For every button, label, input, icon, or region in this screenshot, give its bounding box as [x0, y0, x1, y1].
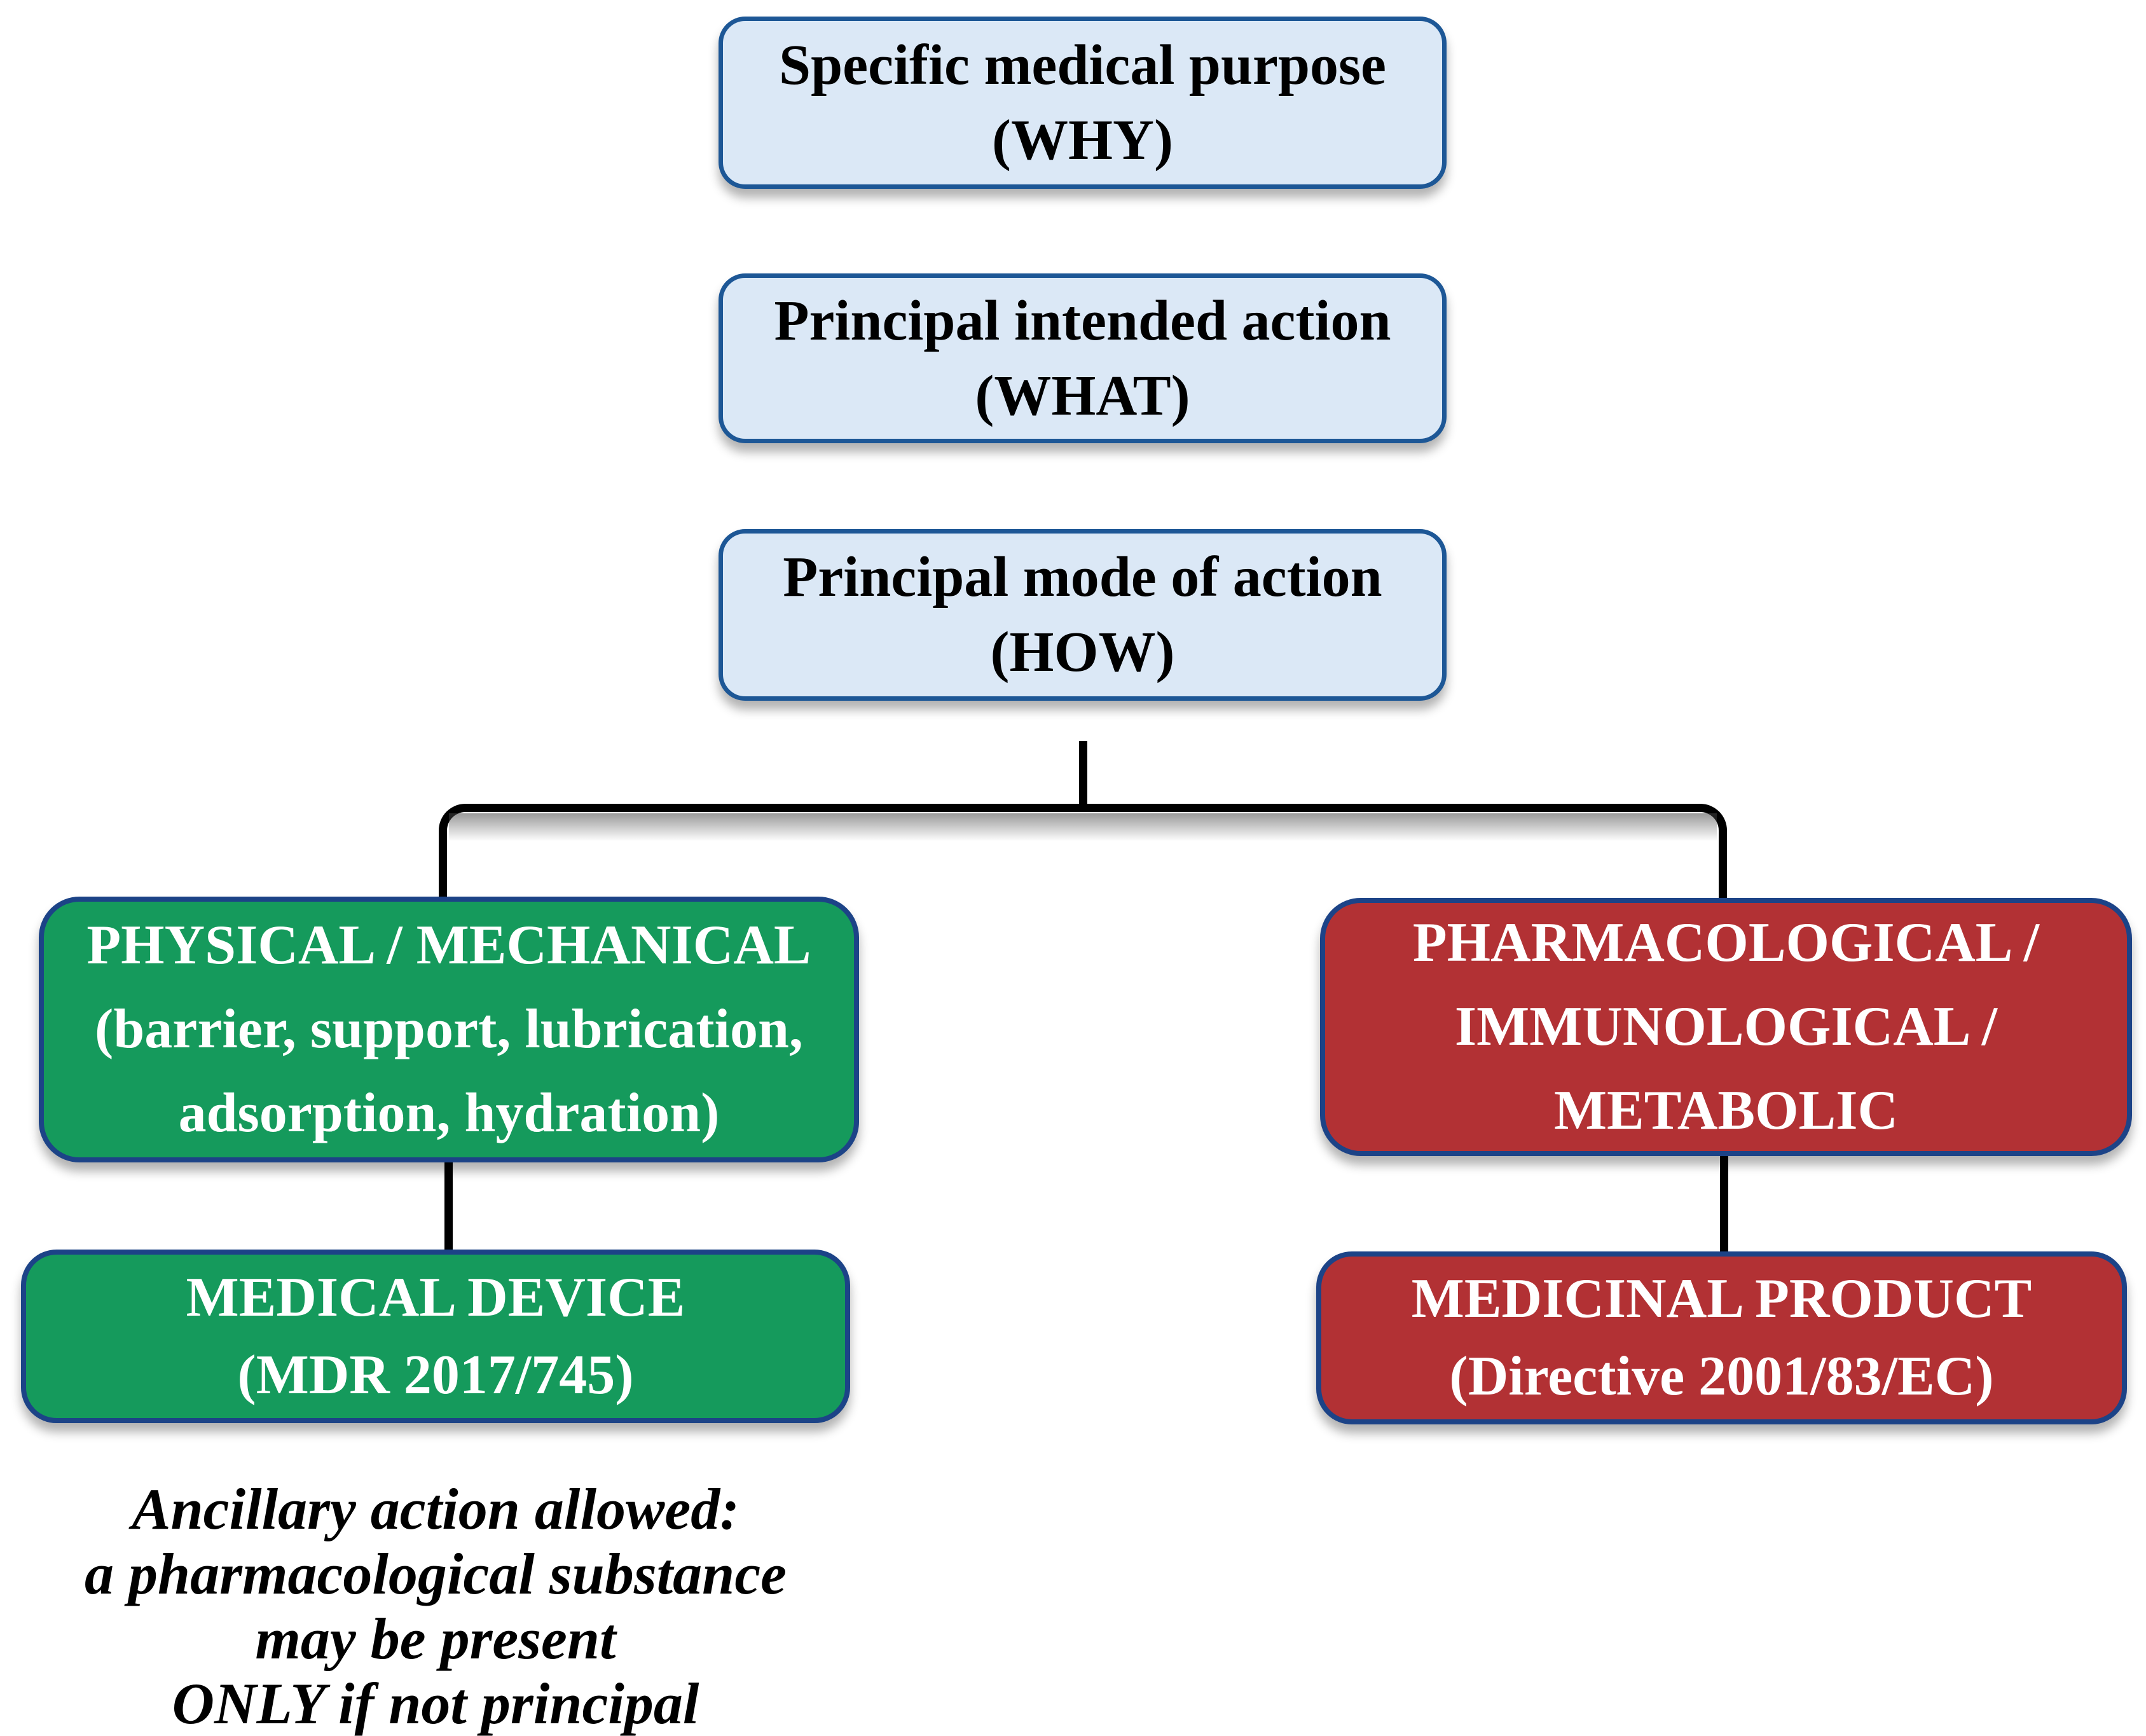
box-line: IMMUNOLOGICAL / — [1454, 996, 1998, 1057]
box-line: MEDICINAL PRODUCT — [1411, 1268, 2032, 1330]
box-line: (WHAT) — [975, 364, 1190, 427]
box-line: adsorption, hydration) — [178, 1082, 720, 1144]
connector-stem-right-branch — [1720, 1155, 1728, 1254]
box-line: Specific medical purpose — [779, 33, 1386, 97]
medicinal-product-box: MEDICINAL PRODUCT (Directive 2001/83/EC) — [1316, 1251, 2127, 1424]
specific-medical-purpose-box: Specific medical purpose (WHY) — [719, 17, 1447, 189]
box-line: MEDICAL DEVICE — [186, 1266, 685, 1328]
box-line: (Directive 2001/83/EC) — [1449, 1346, 1994, 1407]
box-line: PHYSICAL / MECHANICAL — [86, 914, 811, 976]
branch-bracket-connector — [439, 804, 1727, 898]
box-line: Principal mode of action — [783, 546, 1382, 609]
note-line: ONLY if not principal — [172, 1671, 699, 1736]
connector-stem-how — [1079, 741, 1087, 808]
note-line: Ancillary action allowed: — [132, 1477, 739, 1541]
note-line: a pharmacological substance — [84, 1541, 787, 1606]
box-line: METABOLIC — [1553, 1080, 1899, 1141]
physical-mechanical-box: PHYSICAL / MECHANICAL (barrier, support,… — [39, 897, 859, 1162]
note-line: may be present — [255, 1606, 616, 1671]
box-line: PHARMACOLOGICAL / — [1412, 912, 2040, 974]
box-line: Principal intended action — [774, 289, 1391, 352]
box-line: (HOW) — [990, 621, 1175, 684]
principal-intended-action-box: Principal intended action (WHAT) — [719, 273, 1447, 443]
pharmacological-immunological-metabolic-box: PHARMACOLOGICAL / IMMUNOLOGICAL / METABO… — [1320, 898, 2132, 1156]
medical-device-box: MEDICAL DEVICE (MDR 2017/745) — [21, 1250, 850, 1423]
connector-stem-left-branch — [444, 1161, 453, 1251]
ancillary-action-note: Ancillary action allowed: a pharmacologi… — [54, 1477, 817, 1736]
box-line: (barrier, support, lubrication, — [95, 998, 803, 1060]
branch-bracket-shadow — [449, 813, 1717, 841]
box-line: (MDR 2017/745) — [237, 1344, 634, 1406]
box-line: (WHY) — [992, 108, 1173, 172]
principal-mode-of-action-box: Principal mode of action (HOW) — [719, 529, 1447, 701]
